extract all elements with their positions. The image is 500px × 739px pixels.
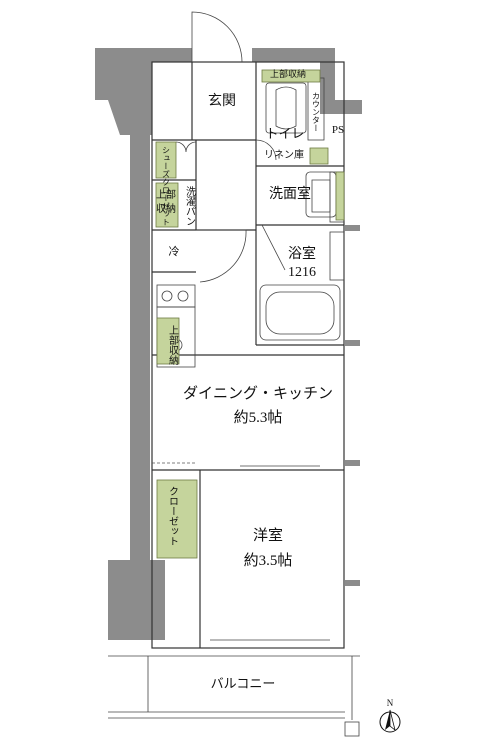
storage-areas [155,69,345,559]
label-upper-storage-left-b: 収納 [156,202,176,215]
label-counter: カウンター [312,92,321,132]
north-label: N [387,698,394,708]
label-balcony: バルコニー [211,676,276,691]
label-closet: クローゼット [167,486,179,546]
label-reizoko: 冷 [169,245,180,258]
north-arrow-icon: N [379,698,401,733]
doors [175,11,286,283]
label-yokushitsu: 浴室 [288,245,316,262]
label-upper-storage-top: 上部収納 [270,68,306,79]
label-upper-storage-left-a: 上部 [156,188,176,201]
label-dk-size: 約5.3帖 [234,409,283,426]
label-yoshitsu: 洋室 [253,527,283,544]
label-yokushitsu-size: 1216 [288,265,316,280]
label-linen: リネン庫 [264,148,304,161]
walls [95,48,362,640]
label-senmenshitsu: 洗面室 [269,185,311,202]
label-toilet: トイレ [265,126,304,141]
label-upper-storage-kitchen: 上部収納 [167,325,179,366]
label-dk: ダイニング・キッチン [183,385,333,402]
label-shoes-closet: シューズクローゼット [162,146,171,226]
label-ps: PS [332,124,344,136]
fixtures [156,77,345,368]
balcony [108,655,360,737]
label-washer: 洗濯パン [184,186,196,226]
label-genkan: 玄関 [208,92,236,109]
label-yoshitsu-size: 約3.5帖 [244,552,293,569]
interior-lines [151,61,345,649]
